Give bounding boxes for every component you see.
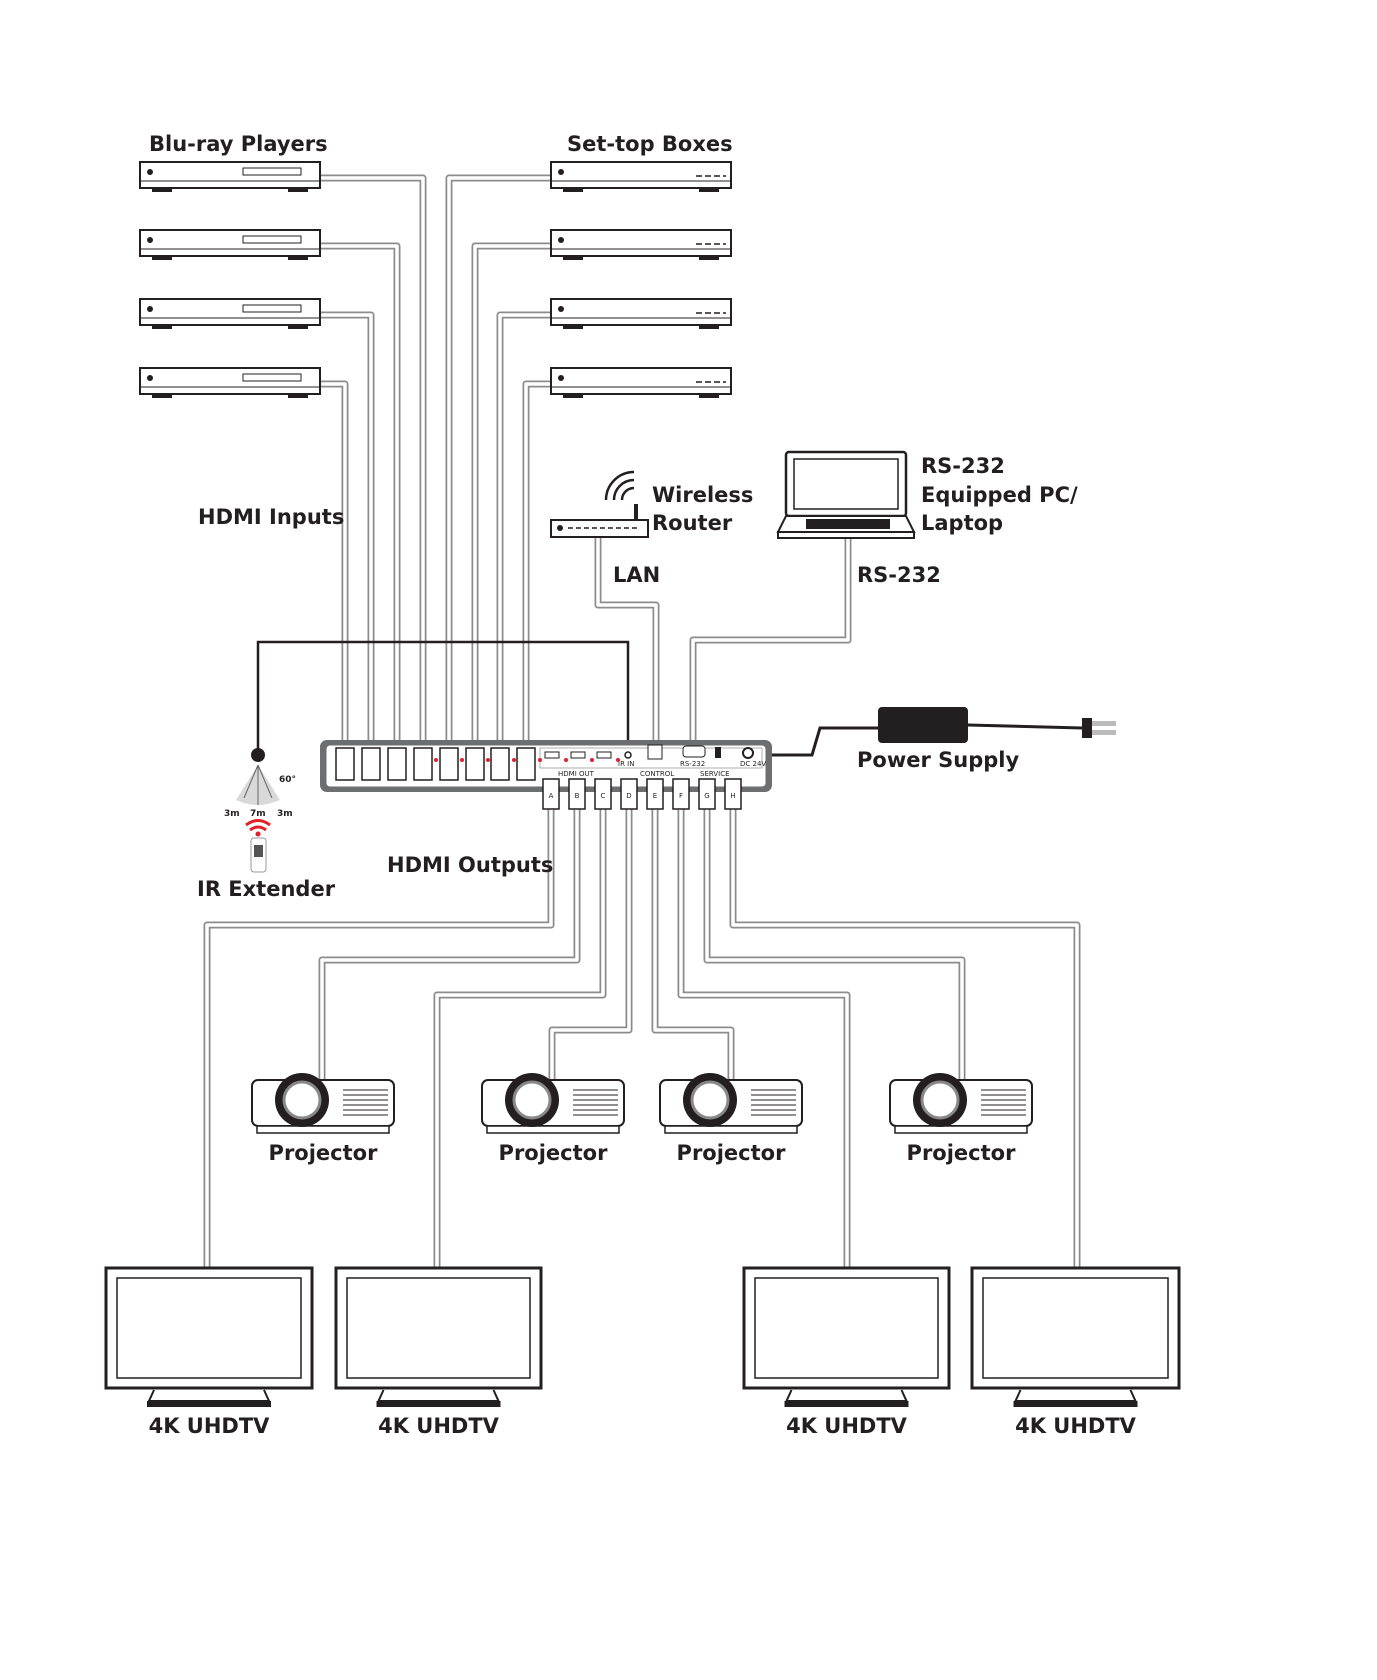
bluray-label: Blu-ray Players xyxy=(149,132,328,156)
projector-label: Projector xyxy=(269,1141,379,1165)
uhd-tv: 4K UHDTV xyxy=(334,1266,543,1438)
router-label: Router xyxy=(652,511,733,535)
ir-range-right: 3m xyxy=(277,809,293,819)
laptop xyxy=(776,450,916,539)
tv-label: 4K UHDTV xyxy=(378,1414,500,1438)
set-top-box xyxy=(550,161,732,192)
projector: Projector xyxy=(251,1073,395,1165)
pc-label-1: RS-232 xyxy=(921,454,1005,478)
led-indicator xyxy=(616,758,620,762)
set-top-box xyxy=(550,367,732,398)
projector-label: Projector xyxy=(907,1141,1017,1165)
port-dc: DC 24V xyxy=(740,760,766,768)
tv-label: 4K UHDTV xyxy=(786,1414,908,1438)
output-port-letter: A xyxy=(549,792,554,800)
port-hdmi-out: HDMI OUT xyxy=(558,770,595,778)
bluray-player xyxy=(139,229,321,260)
projector: Projector xyxy=(659,1073,803,1165)
ir-extender-cable xyxy=(256,640,630,750)
pc-label-2: Equipped PC/ xyxy=(921,483,1078,507)
stb-label: Set-top Boxes xyxy=(567,132,733,156)
tv-label: 4K UHDTV xyxy=(1015,1414,1137,1438)
led-indicator xyxy=(590,758,594,762)
hdmi-output-port xyxy=(724,778,742,810)
wireless-router xyxy=(550,470,649,538)
ir-angle: 60° xyxy=(279,775,296,785)
lan-label: LAN xyxy=(613,563,660,587)
wifi-icon xyxy=(604,470,635,501)
output-port-letter: B xyxy=(575,792,580,800)
led-indicator xyxy=(460,758,464,762)
uhd-tv: 4K UHDTV xyxy=(742,1266,951,1438)
hdmi-output-port xyxy=(646,778,664,810)
port-rs232: RS-232 xyxy=(680,760,705,768)
hdmi-input-port xyxy=(439,747,459,781)
led-indicator xyxy=(434,758,438,762)
hdmi-input-port xyxy=(516,747,536,781)
projector: Projector xyxy=(481,1073,625,1165)
hdmi-input-port xyxy=(465,747,485,781)
bluray-player xyxy=(139,161,321,192)
output-port-letter: D xyxy=(626,792,631,800)
hdmi-output-port xyxy=(568,778,586,810)
uhd-tv: 4K UHDTV xyxy=(970,1266,1181,1438)
power-supply-label: Power Supply xyxy=(857,748,1019,772)
led-indicator xyxy=(538,758,542,762)
port-service: SERVICE xyxy=(700,770,730,778)
ir-range-left: 3m xyxy=(224,809,240,819)
hdmi-input-port xyxy=(335,747,355,781)
output-port-letter: E xyxy=(653,792,657,800)
ir-eye-icon xyxy=(251,748,265,762)
bluray-player xyxy=(139,367,321,398)
power-supply xyxy=(878,707,1116,743)
hdmi-outputs-label: HDMI Outputs xyxy=(387,853,553,877)
led-indicator xyxy=(486,758,490,762)
set-top-box xyxy=(550,229,732,260)
projector-label: Projector xyxy=(677,1141,787,1165)
output-port-letter: C xyxy=(601,792,606,800)
pc-label-3: Laptop xyxy=(921,511,1003,535)
hdmi-inputs-label: HDMI Inputs xyxy=(198,505,344,529)
hdmi-output-port xyxy=(620,778,638,810)
led-indicator xyxy=(512,758,516,762)
hdmi-input-port xyxy=(387,747,407,781)
output-port-letter: H xyxy=(730,792,735,800)
ir-range-center: 7m xyxy=(250,809,266,819)
projector: Projector xyxy=(889,1073,1033,1165)
output-port-letter: G xyxy=(704,792,709,800)
bluray-player xyxy=(139,298,321,329)
hdmi-output-port xyxy=(542,778,560,810)
hdmi-output-port xyxy=(698,778,716,810)
ir-signal-icon xyxy=(245,819,271,832)
wireless-label: Wireless xyxy=(652,483,753,507)
output-port-letter: F xyxy=(679,792,683,800)
hdmi-input-port xyxy=(490,747,510,781)
projector-label: Projector xyxy=(499,1141,609,1165)
hdmi-input-port xyxy=(413,747,433,781)
hdmi-output-port xyxy=(672,778,690,810)
led-indicator xyxy=(564,758,568,762)
hdmi-input-port xyxy=(361,747,381,781)
hdmi-output-port xyxy=(594,778,612,810)
set-top-box xyxy=(550,298,732,329)
port-ir-in: IR IN xyxy=(618,760,634,768)
ir-extender-label: IR Extender xyxy=(197,877,336,901)
port-control: CONTROL xyxy=(640,770,674,778)
power-cable xyxy=(768,723,1083,757)
uhd-tv: 4K UHDTV xyxy=(104,1266,314,1438)
rs232-label: RS-232 xyxy=(857,563,941,587)
ir-extender: 60° 3m 7m 3m xyxy=(224,748,296,873)
tv-label: 4K UHDTV xyxy=(149,1414,271,1438)
